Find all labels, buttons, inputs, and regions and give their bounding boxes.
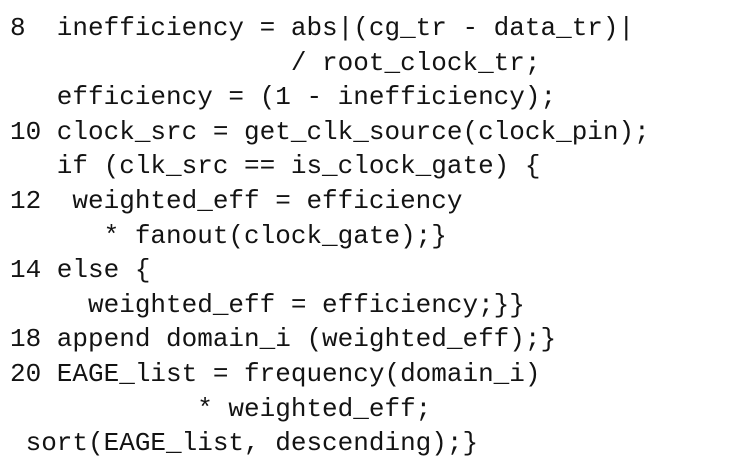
code-line: 14 else { <box>10 255 151 286</box>
code-line: 8 inefficiency = abs|(cg_tr - data_tr)| <box>10 13 635 43</box>
code-line: * fanout(clock_gate);} <box>10 220 447 251</box>
code-line: 20 EAGE_list = frequency(domain_i) <box>10 358 541 389</box>
code-line: / root_clock_tr; <box>10 47 541 78</box>
code-line: efficiency = (1 - inefficiency); <box>10 82 557 113</box>
code-line: 18 append domain_i (weighted_eff);} <box>10 324 557 355</box>
code-line: weighted_eff = efficiency;}} <box>10 289 525 320</box>
code-line: 10 clock_src = get_clk_source(clock_pin)… <box>10 116 650 147</box>
code-line: 12 weighted_eff = efficiency <box>10 185 463 216</box>
code-line: * weighted_eff; <box>10 393 432 424</box>
code-line: if (clk_src == is_clock_gate) { <box>10 151 541 182</box>
code-line: sort(EAGE_list, descending);} <box>10 428 479 459</box>
